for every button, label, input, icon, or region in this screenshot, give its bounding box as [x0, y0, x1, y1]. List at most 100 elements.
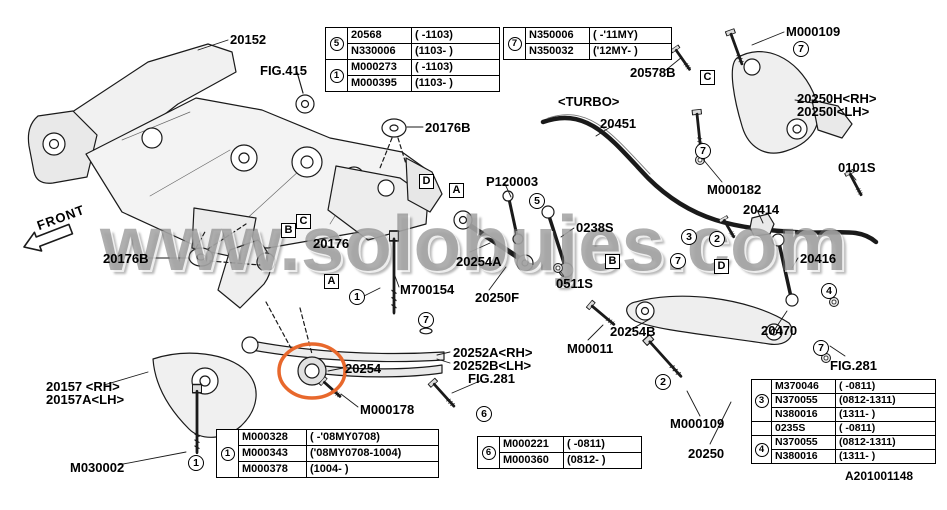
lateral-link-20252 — [241, 336, 445, 363]
leader-lines — [103, 31, 857, 466]
part-number-cell: N330006 — [347, 43, 412, 60]
balloon-5: 5 — [529, 193, 545, 209]
range-cell: ( -0811) — [563, 436, 642, 453]
part-label-20252b: 20252B<LH> — [453, 358, 532, 373]
parts-table-top-left: 5 20568 ( -1103) N330006 (1103- ) 1 M000… — [325, 27, 500, 92]
part-label-20470: 20470 — [761, 323, 798, 338]
range-cell: (1103- ) — [411, 75, 500, 92]
part-label-m030002: M030002 — [70, 460, 125, 475]
connector-box-c: C — [700, 70, 715, 85]
fig-label-281-mid: FIG.281 — [468, 371, 515, 386]
balloon-1: 1 — [220, 446, 235, 461]
range-cell: (1311- ) — [835, 407, 936, 422]
range-cell: ( -'11MY) — [589, 27, 672, 44]
part-label-20250h: 20250H<RH> — [797, 91, 877, 106]
part-label-20414: 20414 — [743, 202, 780, 217]
stabilizer-bar-illustration — [540, 114, 879, 245]
part-label-20250f: 20250F — [475, 290, 520, 305]
parts-table-top-right: 7 N350006 ( -'11MY) N350032 ('12MY- ) — [503, 27, 672, 60]
balloon-4: 4 — [821, 283, 837, 299]
mount-20176b-left — [188, 223, 261, 267]
balloon-7: 7 — [695, 143, 711, 159]
part-number-cell: M000378 — [238, 461, 307, 478]
part-number-cell: M000343 — [238, 445, 307, 462]
balloon-4: 4 — [754, 442, 769, 457]
part-label-20578b: 20578B — [630, 65, 676, 80]
range-cell: (0812- ) — [563, 452, 642, 469]
balloon-3: 3 — [754, 393, 769, 408]
front-arrow — [23, 223, 74, 252]
part-label-20252a: 20252A<RH> — [453, 345, 533, 360]
mount-20176b-top — [379, 118, 407, 169]
bolt-m000109-bottom — [641, 333, 686, 381]
connector-box-b: B — [605, 254, 620, 269]
part-label-m000178: M000178 — [360, 402, 415, 417]
part-label-20451: 20451 — [600, 116, 637, 131]
part-label-0511s: 0511S — [556, 276, 593, 291]
part-label-20176: 20176 — [313, 236, 350, 251]
parts-table-bottom-left: 1 M000328 ( -'08MY0708) M000343 ('08MY07… — [216, 429, 439, 478]
range-cell: ( -0811) — [835, 421, 936, 436]
part-label-20176b-left: 20176B — [103, 251, 149, 266]
bolt-fig281-mid — [426, 376, 459, 411]
turbo-label: <TURBO> — [558, 94, 620, 109]
part-label-m000182: M000182 — [707, 182, 762, 197]
part-number-cell: N370055 — [771, 435, 836, 450]
bracket-20414 — [749, 213, 775, 237]
part-label-m000109-top: M000109 — [786, 24, 841, 39]
connector-box-a: A — [449, 183, 464, 198]
part-number-cell: N350032 — [525, 43, 590, 60]
lower-arm-illustration — [626, 295, 793, 345]
connector-box-d: D — [714, 259, 729, 274]
balloon-6: 6 — [476, 406, 492, 422]
part-label-20250i: 20250I<LH> — [797, 104, 870, 119]
upper-arm-illustration — [731, 51, 853, 154]
balloon-1: 1 — [329, 68, 344, 83]
balloon-2: 2 — [709, 231, 725, 247]
part-number-cell: N350006 — [525, 27, 590, 44]
part-label-20416: 20416 — [800, 251, 837, 266]
parts-table-bottom-mid: 6 M000221 ( -0811) M000360 (0812- ) — [477, 436, 642, 469]
balloon-7: 7 — [793, 41, 809, 57]
connector-box-b: B — [281, 223, 296, 238]
lateral-link-20254 — [265, 301, 443, 386]
trailing-arm-20157 — [152, 352, 257, 438]
balloon-7: 7 — [418, 312, 434, 328]
bushing-highlight — [277, 342, 347, 400]
part-number-cell: M370046 — [771, 379, 836, 394]
connector-box-a: A — [324, 274, 339, 289]
balloon-7: 7 — [670, 253, 686, 269]
empty-marker-cell — [751, 421, 772, 436]
balloon-6: 6 — [481, 445, 496, 460]
range-cell: (1004- ) — [306, 461, 439, 478]
part-label-20157: 20157 <RH> — [46, 379, 120, 394]
part-label-20176b-top: 20176B — [425, 120, 471, 135]
part-label-20254a: 20254A — [456, 254, 502, 269]
range-cell: (1103- ) — [411, 43, 500, 60]
part-number-cell: N380016 — [771, 449, 836, 464]
range-cell: ( -1103) — [411, 59, 500, 76]
range-cell: (1311- ) — [835, 449, 936, 464]
balloon-2: 2 — [655, 374, 671, 390]
parts-table-right: 3 M370046 ( -0811) N370055 (0812-1311) N… — [751, 379, 936, 464]
fig-label-415: FIG.415 — [260, 63, 307, 78]
part-label-m700154: M700154 — [400, 282, 455, 297]
washer-20252 — [419, 327, 433, 335]
part-label-20254: 20254 — [345, 361, 382, 376]
balloon-3: 3 — [681, 229, 697, 245]
part-label-p120003: P120003 — [486, 174, 539, 189]
balloon-7: 7 — [507, 36, 522, 51]
range-cell: (0812-1311) — [835, 393, 936, 408]
range-cell: ('08MY0708-1004) — [306, 445, 439, 462]
part-number-cell: M000360 — [499, 452, 564, 469]
connector-box-d: D — [419, 174, 434, 189]
link-p120003 — [502, 190, 524, 245]
part-number-cell: M000395 — [347, 75, 412, 92]
link-20254a — [453, 210, 534, 272]
balloon-1: 1 — [188, 455, 204, 471]
fig415-bushing — [295, 71, 315, 114]
bolt-m700154 — [390, 231, 399, 312]
nut-0511s — [552, 262, 564, 274]
range-cell: ( -1103) — [411, 27, 500, 44]
